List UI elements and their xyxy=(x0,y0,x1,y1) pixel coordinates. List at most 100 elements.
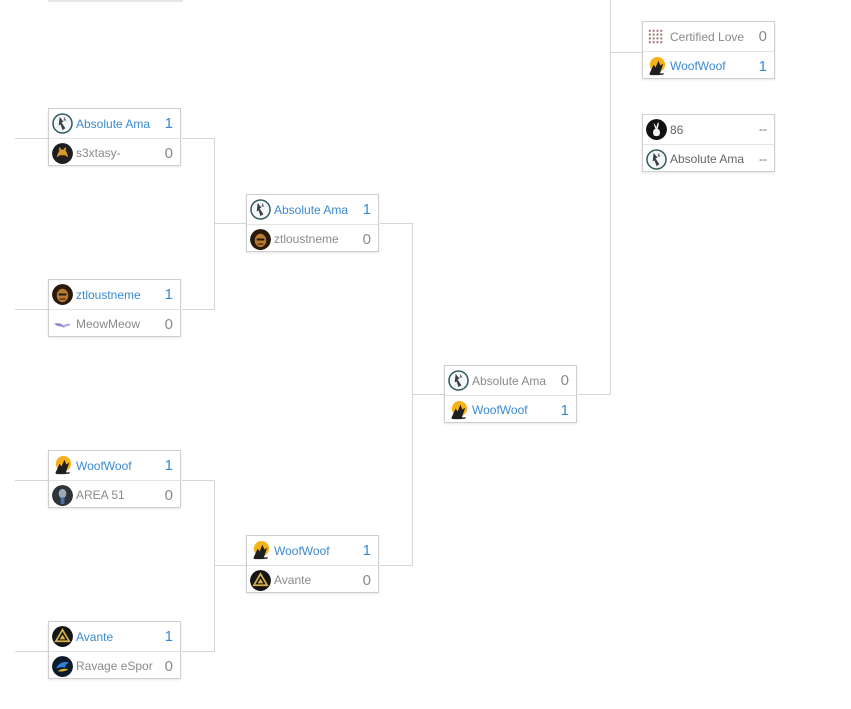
match-r1m4[interactable]: Avante 1 Ravage eSpor 0 xyxy=(48,621,181,679)
team-score: 1 xyxy=(164,115,173,132)
team-name: Avante xyxy=(274,573,312,587)
triangle-logo-icon xyxy=(250,570,271,591)
bracket-connector xyxy=(182,480,214,481)
team-name: Absolute Ama xyxy=(670,152,745,166)
wolf-logo-icon xyxy=(448,400,469,421)
team-score: 1 xyxy=(560,402,569,419)
rabbit-logo-icon xyxy=(646,119,667,140)
team-row[interactable]: s3xtasy- 0 xyxy=(49,138,180,167)
team-score: 1 xyxy=(362,201,371,218)
team-row[interactable]: Avante 0 xyxy=(247,565,378,594)
bracket-connector xyxy=(412,394,444,395)
team-row[interactable]: WoofWoof 1 xyxy=(445,395,576,424)
match-r1m1[interactable]: Absolute Ama 1 s3xtasy- 0 xyxy=(48,108,181,166)
knight-logo-icon xyxy=(52,113,73,134)
triangle-logo-icon xyxy=(52,626,73,647)
bracket-connector xyxy=(380,565,412,566)
cat-logo-icon xyxy=(52,143,73,164)
wolf-logo-icon xyxy=(250,540,271,561)
bracket-connector xyxy=(578,394,610,395)
team-score: 1 xyxy=(758,58,767,75)
bracket-connector xyxy=(214,565,246,566)
match-r4m1[interactable]: Certified Love 0 WoofWoof 1 xyxy=(642,21,775,79)
team-score: 1 xyxy=(362,542,371,559)
team-score: 1 xyxy=(164,628,173,645)
bracket-connector xyxy=(182,309,214,310)
bars-logo-icon xyxy=(646,26,667,47)
team-name: MeowMeow xyxy=(76,317,141,331)
team-row[interactable]: Certified Love 0 xyxy=(643,22,774,51)
match-r2m2[interactable]: WoofWoof 1 Avante 0 xyxy=(246,535,379,593)
team-name: WoofWoof xyxy=(670,59,726,73)
team-name: 86 xyxy=(670,122,684,137)
bird-logo-icon xyxy=(52,314,73,335)
team-score: -- xyxy=(759,152,767,166)
team-row[interactable]: Absolute Ama 1 xyxy=(247,195,378,224)
face-logo-icon xyxy=(52,284,73,305)
team-score: 0 xyxy=(164,316,173,333)
team-score: 0 xyxy=(362,572,371,589)
team-score: 0 xyxy=(164,658,173,675)
team-row[interactable]: 86 -- xyxy=(643,115,774,144)
top-stub xyxy=(48,0,183,2)
knight-logo-icon xyxy=(448,370,469,391)
match-r4m2[interactable]: 86 -- Absolute Ama -- xyxy=(642,114,775,172)
bracket-connector xyxy=(15,309,48,310)
team-score: 0 xyxy=(560,372,569,389)
team-row[interactable]: AREA 51 0 xyxy=(49,480,180,509)
bracket-connector xyxy=(610,52,642,53)
team-row[interactable]: Ravage eSpor 0 xyxy=(49,651,180,680)
team-name: Absolute Ama xyxy=(76,116,151,131)
team-name: Ravage eSpor xyxy=(76,659,153,673)
team-row[interactable]: ztloustneme 1 xyxy=(49,280,180,309)
team-name: WoofWoof xyxy=(472,403,528,417)
team-row[interactable]: MeowMeow 0 xyxy=(49,309,180,338)
bracket-connector xyxy=(610,0,611,395)
team-row[interactable]: WoofWoof 1 xyxy=(49,451,180,480)
team-row[interactable]: WoofWoof 1 xyxy=(643,51,774,80)
team-score: 0 xyxy=(758,28,767,45)
team-score: 1 xyxy=(164,286,173,303)
team-name: WoofWoof xyxy=(274,543,330,558)
match-r3m1[interactable]: Absolute Ama 0 WoofWoof 1 xyxy=(444,365,577,423)
knight-logo-icon xyxy=(646,149,667,170)
face-logo-icon xyxy=(250,229,271,250)
match-r2m1[interactable]: Absolute Ama 1 ztloustneme 0 xyxy=(246,194,379,252)
match-r1m2[interactable]: ztloustneme 1 MeowMeow 0 xyxy=(48,279,181,337)
team-row[interactable]: Absolute Ama 0 xyxy=(445,366,576,395)
bracket-connector xyxy=(15,480,48,481)
bracket-connector xyxy=(214,223,246,224)
team-score: 0 xyxy=(164,487,173,504)
team-row[interactable]: WoofWoof 1 xyxy=(247,536,378,565)
bracket-connector xyxy=(214,480,215,652)
team-name: ztloustneme xyxy=(76,287,141,302)
alien-logo-icon xyxy=(52,485,73,506)
team-name: ztloustneme xyxy=(274,232,339,246)
team-score: -- xyxy=(759,122,767,136)
team-name: s3xtasy- xyxy=(76,146,121,160)
match-r1m3[interactable]: WoofWoof 1 AREA 51 0 xyxy=(48,450,181,508)
team-name: Certified Love xyxy=(670,29,745,44)
wolf-logo-icon xyxy=(52,455,73,476)
bracket-connector xyxy=(15,651,48,652)
team-row[interactable]: Absolute Ama -- xyxy=(643,144,774,173)
team-score: 1 xyxy=(164,457,173,474)
team-name: WoofWoof xyxy=(76,458,132,473)
team-name: Avante xyxy=(76,629,114,644)
bracket-connector xyxy=(214,138,215,310)
bracket-connector xyxy=(182,138,214,139)
team-score: 0 xyxy=(164,145,173,162)
bracket-connector xyxy=(15,138,48,139)
team-row[interactable]: Absolute Ama 1 xyxy=(49,109,180,138)
wolf-logo-icon xyxy=(646,56,667,77)
team-name: AREA 51 xyxy=(76,488,125,502)
knight-logo-icon xyxy=(250,199,271,220)
team-score: 0 xyxy=(362,231,371,248)
team-row[interactable]: Avante 1 xyxy=(49,622,180,651)
team-name: Absolute Ama xyxy=(274,202,349,217)
bracket-connector xyxy=(182,651,214,652)
bracket-connector xyxy=(380,223,412,224)
dragon-logo-icon xyxy=(52,656,73,677)
team-row[interactable]: ztloustneme 0 xyxy=(247,224,378,253)
team-name: Absolute Ama xyxy=(472,373,547,388)
